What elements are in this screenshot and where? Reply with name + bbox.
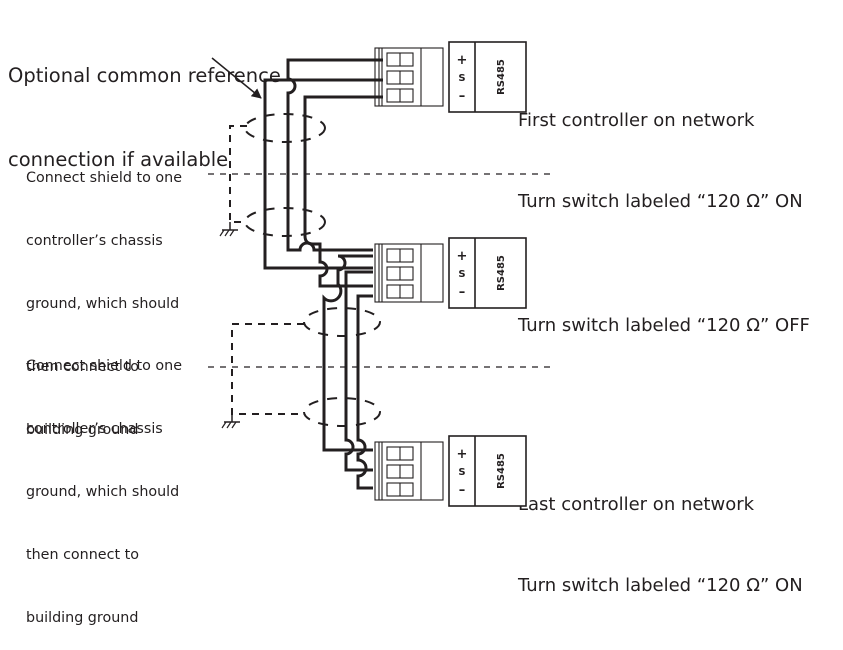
shield-note-2-line-4: then connect to [26,547,139,563]
shield-note-2-line-1: Connect shield to one [26,358,183,374]
controller-first-line-2: Turn switch labeled “120 Ω” ON [518,191,803,212]
shield-ellipse-icon [244,113,326,143]
controller-first-connector [374,41,527,113]
controller-middle-label: Turn switch labeled “120 Ω” OFF [518,258,810,366]
controller-last-line-2: Turn switch labeled “120 Ω” ON [518,575,803,596]
shield-note-1-line-2: controller’s chassis [26,233,163,249]
shield-note-2-line-3: ground, which should [26,484,180,500]
reference-note-line-2: connection if available [8,148,229,171]
shield-note-1-line-4: then connect to [26,359,139,375]
wire-segment-2-shield-ref [344,270,373,472]
wire-segment-1-plus [286,58,383,252]
wiring-diagram: + S – RS485 [208,41,555,507]
controller-last-connector [374,435,527,507]
controller-last-line-1: Last controller on network [518,494,755,515]
wire-segment-1-shield-ref [263,78,383,270]
ground-icon [221,413,241,429]
arrow-icon [211,57,262,99]
shield-note-1: Connect shield to one controller’s chass… [26,126,182,462]
shield-ellipse-icon [244,207,326,237]
wire-segment-2-plus [322,254,373,452]
wire-segment-1-minus [303,95,383,288]
controller-first-line-1: First controller on network [518,110,755,131]
reference-note-line-1: Optional common reference [8,64,281,87]
wire-segment-2-minus [356,294,373,490]
shield-note-2-line-5: building ground [26,610,139,626]
shield-ellipse-icon [303,397,381,427]
shield-ellipse-icon [303,307,381,337]
ground-icon [219,221,239,237]
shield-drain-wire-2 [231,323,304,415]
reference-note: Optional common reference connection if … [8,6,281,202]
shield-note-1-line-5: building ground [26,422,139,438]
controller-middle-connector [374,237,527,309]
shield-note-2-line-2: controller’s chassis [26,421,163,437]
shield-note-1-line-1: Connect shield to one [26,170,183,186]
controller-middle-line-1: Turn switch labeled “120 Ω” OFF [518,315,810,336]
shield-drain-wire-1 [229,125,247,223]
shield-note-1-line-3: ground, which should [26,296,180,312]
controller-first-label: First controller on network Turn switch … [518,53,803,242]
